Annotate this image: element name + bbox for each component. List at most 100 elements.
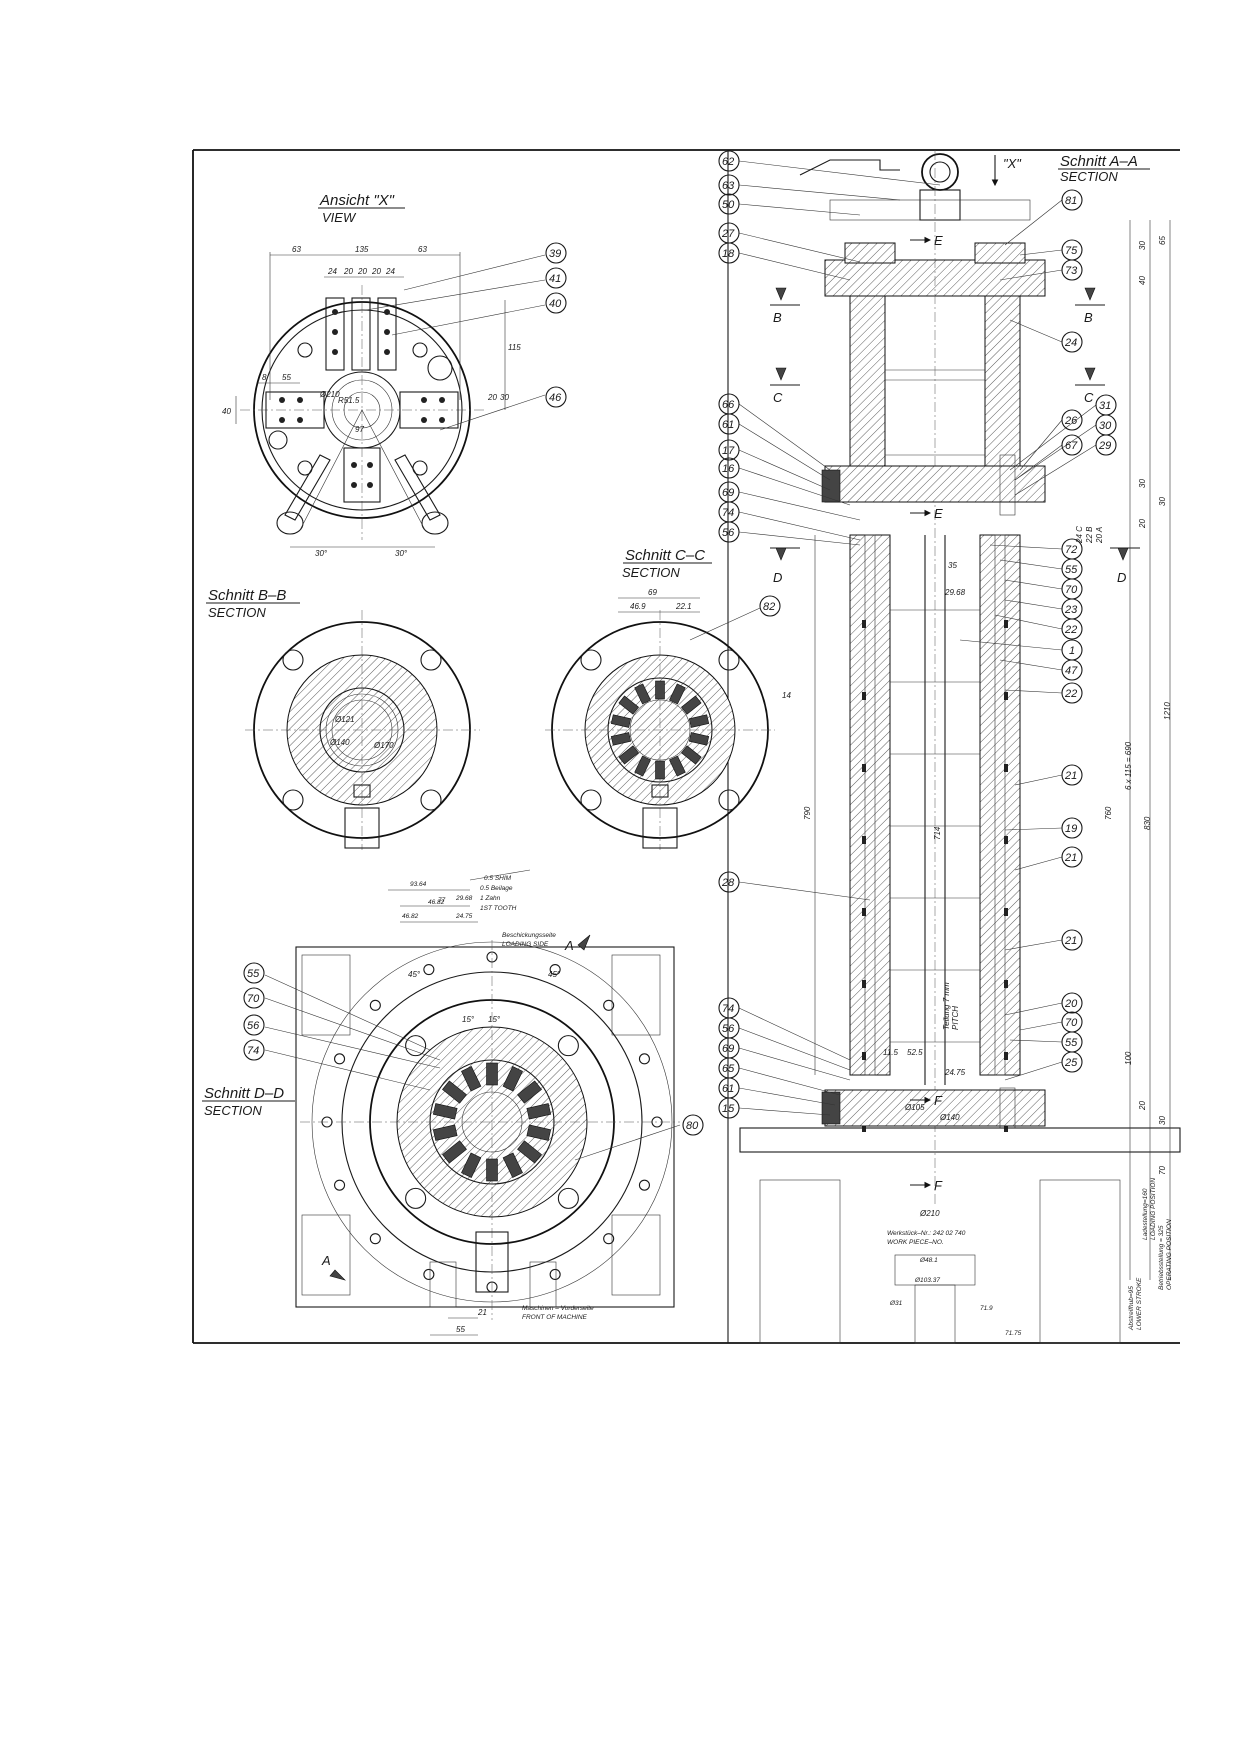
gear-tooth-dd <box>502 1066 523 1092</box>
ring-key <box>862 764 866 772</box>
balloon-69: 69 <box>722 1043 734 1055</box>
leader-line <box>738 1067 841 1096</box>
gear-tooth-dd <box>517 1080 542 1104</box>
gear-tooth-cc <box>634 755 652 777</box>
dim-bb-d121: Ø121 <box>334 715 355 724</box>
mounting-hole <box>405 1187 427 1209</box>
gear-tooth-cc <box>655 680 665 700</box>
balloon-21: 21 <box>1064 935 1077 947</box>
bolt-hole <box>369 999 381 1011</box>
ring-key <box>862 1052 866 1060</box>
dim-aa-71-75: 71.75 <box>1005 1330 1022 1337</box>
gear-tooth-dd <box>432 1124 458 1141</box>
balloon-70-dd: 70 <box>247 993 260 1005</box>
balloon-21: 21 <box>1064 770 1077 782</box>
lower-stroke-de: Abstreifhub=95 <box>1128 1286 1135 1331</box>
dim-aa-30-b: 30 <box>1138 479 1147 488</box>
bolt-hole <box>369 1233 381 1245</box>
ring-key <box>1004 620 1008 628</box>
balloon-31: 31 <box>1099 400 1111 412</box>
balloons-section-dd: 55 70 56 74 80 <box>243 962 704 1161</box>
gear-tooth-cc <box>668 755 686 777</box>
bolt-hole <box>423 1268 435 1280</box>
balloon-circle <box>1061 817 1083 839</box>
balloon-67: 67 <box>1065 440 1078 452</box>
gear-tooth-cc <box>681 695 702 715</box>
leader-line <box>1009 404 1097 471</box>
work-piece-de: Werkstück–Nr.: 242 02 740 <box>887 1230 966 1237</box>
view-x: Ansicht "X" VIEW <box>222 192 567 558</box>
balloon-41: 41 <box>549 273 561 285</box>
balloon-80: 80 <box>686 1120 699 1132</box>
leader-line <box>738 491 861 521</box>
gear-tooth-dd <box>486 1158 498 1182</box>
leader-line <box>994 614 1063 630</box>
balloon-17: 17 <box>722 445 735 457</box>
section-marker-a-bottom: A <box>321 1253 331 1268</box>
leader-line <box>738 160 941 186</box>
dim-aa-d105: Ø105 <box>904 1103 925 1112</box>
loading-side-de: Beschickungsseite <box>502 932 556 939</box>
balloon-73: 73 <box>1065 265 1078 277</box>
gear-tooth-cc <box>618 695 639 715</box>
bolt-hole <box>651 1116 663 1128</box>
balloon-18: 18 <box>722 248 735 260</box>
leader-line <box>1004 599 1063 610</box>
balloon-circle <box>1061 409 1083 431</box>
balloon-61: 61 <box>722 419 734 431</box>
balloon-74: 74 <box>722 1003 734 1015</box>
balloon-55: 55 <box>1065 1037 1078 1049</box>
bolt-hole <box>334 1179 346 1191</box>
dim-r51-5: R51.5 <box>338 396 360 405</box>
balloon-circle <box>718 193 740 215</box>
balloon-circle <box>1061 434 1083 456</box>
dim-dd-45-right: 45° <box>548 970 561 979</box>
mounting-hole <box>557 1187 579 1209</box>
balloon-26: 26 <box>1064 415 1078 427</box>
marker-d-left: D <box>773 570 782 585</box>
loading-side-en: LOADING SIDE <box>502 941 549 948</box>
leader-line <box>999 269 1063 281</box>
bolt-hole <box>549 964 561 976</box>
balloon-circle <box>718 242 740 264</box>
balloon-circle <box>1061 189 1083 211</box>
leader-line <box>738 881 871 901</box>
balloon-28: 28 <box>721 877 735 889</box>
view-x-arrow-label: "X" <box>1003 156 1022 171</box>
balloon-40: 40 <box>549 298 562 310</box>
balloon-72: 72 <box>1065 544 1077 556</box>
leader-line <box>1014 444 1097 496</box>
pitch-en: PITCH <box>951 1006 960 1030</box>
leader-line <box>1004 1002 1063 1016</box>
balloon-16: 16 <box>722 463 735 475</box>
dim-aa-24c: 24 C <box>1075 526 1084 544</box>
ring-key <box>1004 764 1008 772</box>
dim-cc-14: 14 <box>782 691 791 700</box>
balloon-27: 27 <box>721 228 735 240</box>
drawing-frame <box>192 149 1180 1344</box>
leader-line <box>738 467 851 506</box>
dim-aa-70: 70 <box>1158 1166 1167 1175</box>
dim-dd-55: 55 <box>456 1325 465 1334</box>
leader-line <box>1014 774 1063 786</box>
operating-position-de: Betriebsstellung = 325 <box>1158 1225 1165 1290</box>
ring-key <box>1004 980 1008 988</box>
leader-line <box>1019 419 1063 471</box>
gear-tooth-dd <box>517 1140 542 1164</box>
gear-tooth-cc <box>688 714 710 728</box>
balloon-29: 29 <box>1098 440 1111 452</box>
dim-angle-30-right: 30° <box>395 549 408 558</box>
ring-key <box>862 620 866 628</box>
dim-40: 40 <box>222 407 231 416</box>
leader-line <box>1014 444 1063 481</box>
bolt-hole <box>486 951 498 963</box>
leader-line <box>738 403 831 471</box>
gear-tooth-dd <box>442 1080 467 1104</box>
leader-line <box>1009 1039 1063 1043</box>
leader-line <box>1004 579 1063 590</box>
dim-aa-65: 65 <box>1158 236 1167 245</box>
section-marker-e-mid: E <box>934 506 943 521</box>
dim-dd-46-82-a: 46.82 <box>402 913 419 920</box>
